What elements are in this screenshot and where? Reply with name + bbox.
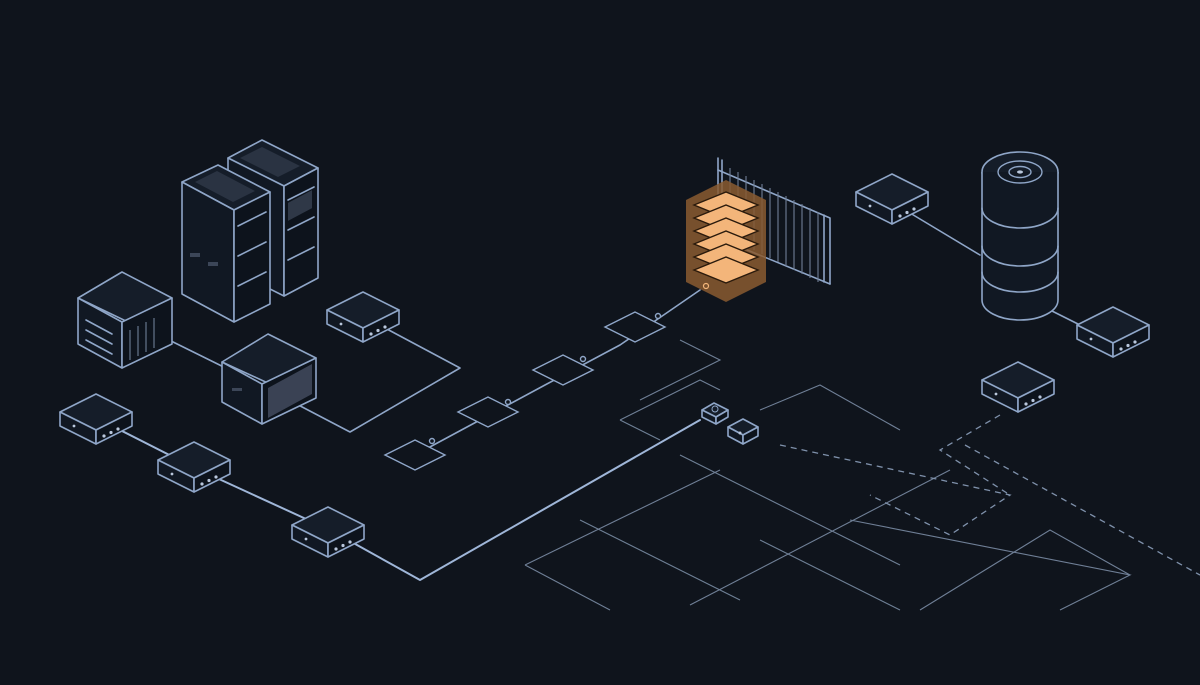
network-switch: [1076, 306, 1150, 358]
connector-box: [727, 418, 759, 445]
network-switch: [981, 361, 1055, 413]
floor-grid: [524, 339, 1132, 611]
router-chip: [701, 402, 729, 425]
layered-stack-highlight: [686, 180, 766, 302]
network-switch: [291, 506, 365, 558]
database-cylinder: [981, 151, 1059, 321]
network-switch: [326, 291, 400, 343]
tile-chain: [384, 311, 666, 471]
dashed-links: [779, 414, 1200, 576]
stack-layers: [692, 191, 760, 284]
network-switch: [59, 393, 133, 445]
server-rack-front: [181, 164, 271, 323]
storage-unit-center: [221, 333, 317, 425]
network-switch: [157, 441, 231, 493]
storage-unit-left: [77, 271, 173, 369]
stack-layer: [692, 256, 760, 284]
